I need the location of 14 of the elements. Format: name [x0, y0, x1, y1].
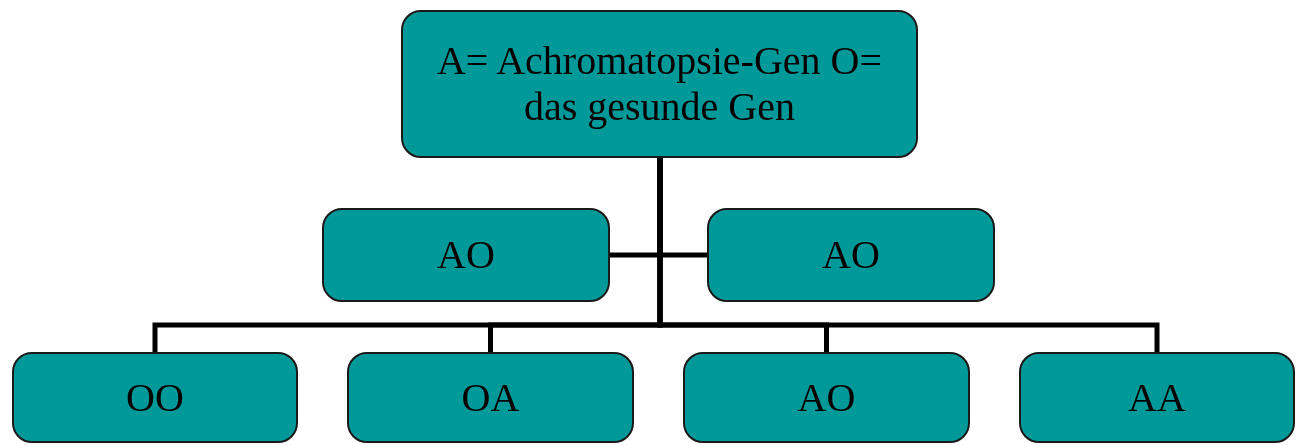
box-label: AO	[437, 232, 495, 278]
box-label: OO	[126, 374, 184, 421]
genotype-box	[322, 208, 610, 302]
box-label: AO	[797, 374, 856, 421]
genotype-box	[347, 352, 634, 443]
genotype-box	[12, 352, 298, 443]
box-label: AA	[1128, 374, 1186, 421]
genotype-box	[683, 352, 970, 443]
box-label: OA	[461, 374, 520, 421]
genotype-box	[401, 10, 918, 158]
box-label: AO	[822, 232, 880, 278]
genotype-box	[707, 208, 995, 302]
genotype-box	[1019, 352, 1295, 443]
box-label: A= Achromatopsie-Gen O= das gesunde Gen	[436, 38, 883, 130]
